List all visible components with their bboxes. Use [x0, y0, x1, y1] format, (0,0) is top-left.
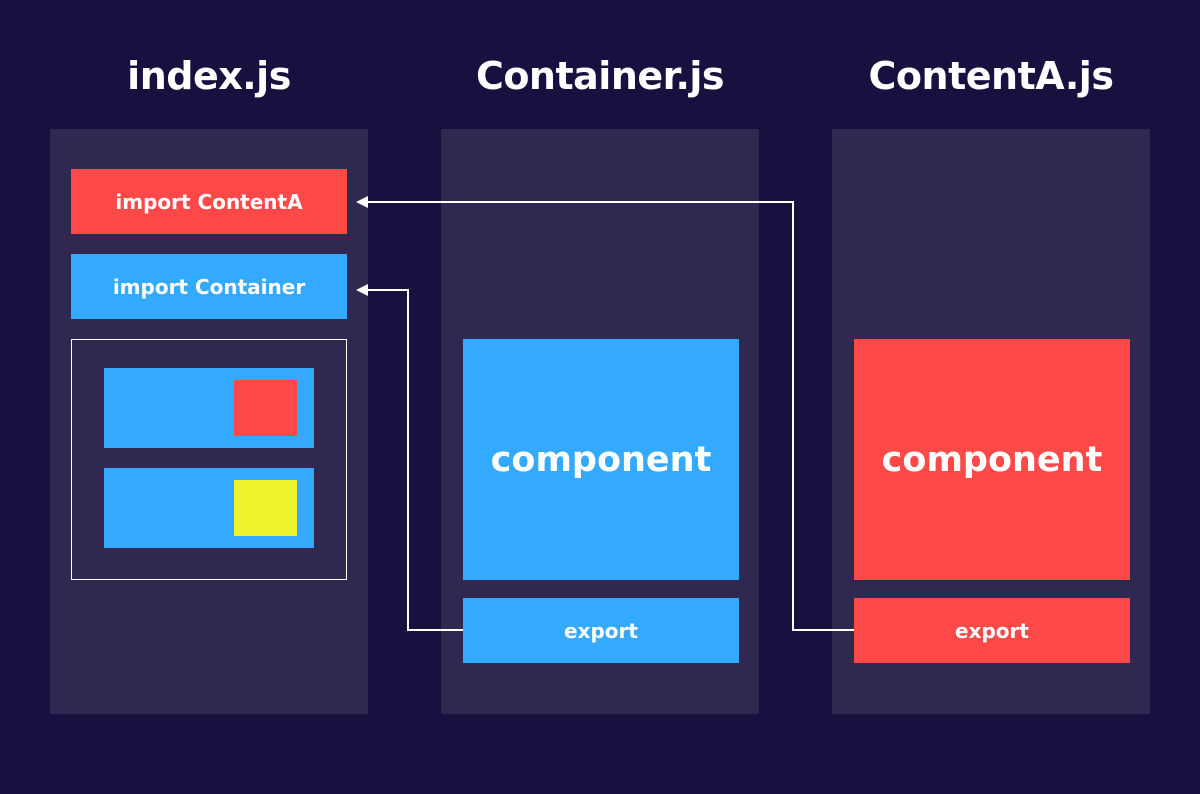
other-content-instance — [234, 480, 297, 536]
contenta-component-box: component — [854, 339, 1130, 580]
import-container-box: import Container — [71, 254, 347, 319]
contenta-js-title: ContentA.js — [868, 54, 1114, 98]
import-contenta-box: import ContentA — [71, 169, 347, 234]
container-component-box: component — [463, 339, 739, 580]
rendered-output-frame — [71, 339, 347, 580]
index-js-title: index.js — [127, 54, 291, 98]
contenta-export-box: export — [854, 598, 1130, 663]
container-export-box: export — [463, 598, 739, 663]
contenta-instance — [234, 380, 297, 436]
container-js-title: Container.js — [475, 54, 725, 98]
